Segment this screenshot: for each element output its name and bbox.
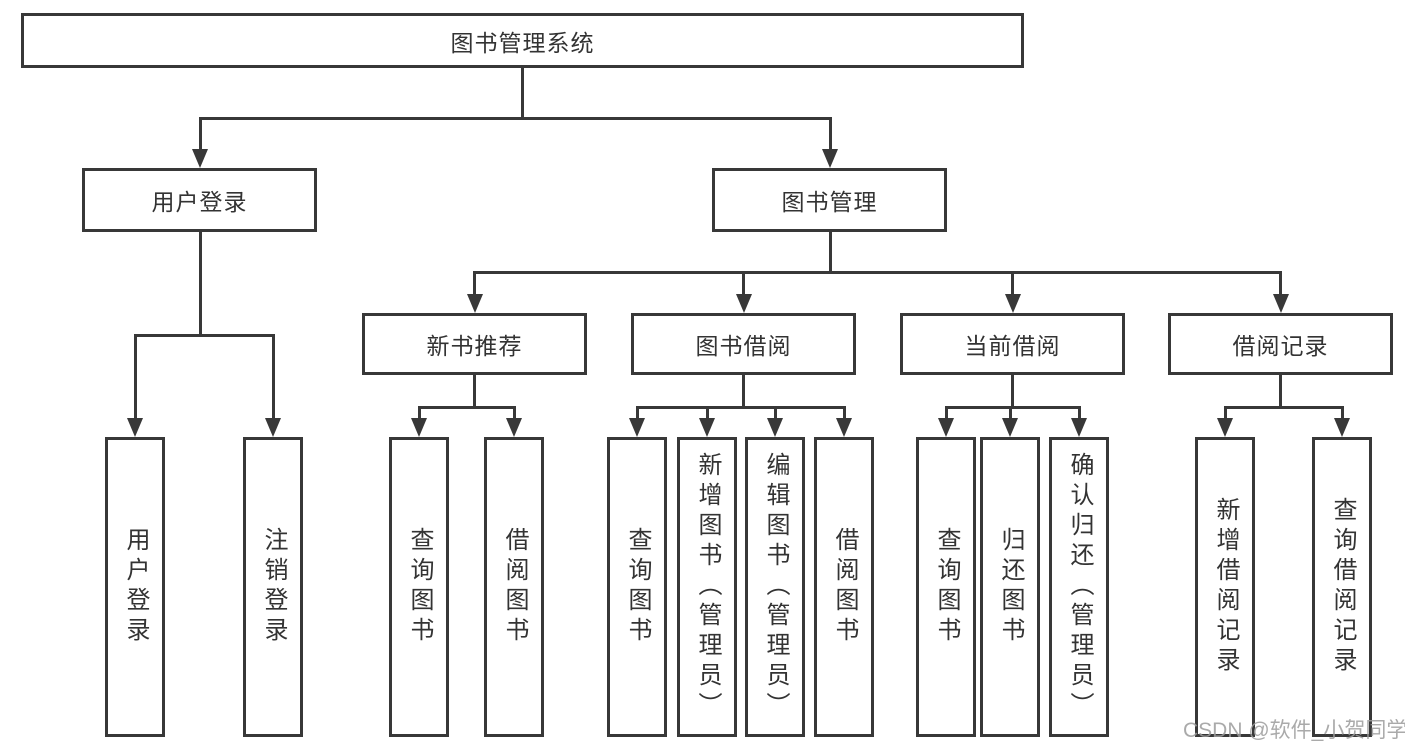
- connector-arrow-stem: [1011, 272, 1014, 297]
- leaf-query-book-current-label: 查询图书: [933, 527, 960, 647]
- connector-hline: [473, 270, 1282, 274]
- leaf-user-login: 用户登录: [105, 437, 165, 737]
- connector-hline: [417, 405, 516, 409]
- leaf-add-borrow-record-label: 新增借阅记录: [1212, 497, 1239, 677]
- arrow-down-icon: [767, 418, 783, 437]
- connector-vline: [1011, 375, 1014, 407]
- node-new-book-recommend-label: 新书推荐: [426, 333, 523, 359]
- connector-hline: [944, 405, 1081, 409]
- connector-vline: [742, 375, 745, 407]
- arrow-down-icon: [127, 418, 143, 437]
- connector-arrow-stem: [271, 335, 275, 421]
- leaf-query-book-borrow: 查询图书: [607, 437, 667, 737]
- arrow-down-icon: [1334, 418, 1350, 437]
- connector-vline: [473, 375, 476, 407]
- arrow-down-icon: [699, 418, 715, 437]
- node-book-management-label: 图书管理: [781, 189, 878, 215]
- leaf-user-login-label: 用户登录: [122, 527, 149, 647]
- leaf-confirm-return-admin: 确认归还（管理员）: [1049, 437, 1109, 737]
- leaf-borrow-book-recommend: 借阅图书: [484, 437, 544, 737]
- leaf-return-book: 归还图书: [980, 437, 1040, 737]
- arrow-down-icon: [1002, 418, 1018, 437]
- arrow-down-icon: [466, 294, 483, 313]
- connector-arrow-stem: [842, 407, 846, 421]
- leaf-query-book-borrow-label: 查询图书: [624, 527, 651, 647]
- connector-arrow-stem: [1077, 407, 1081, 421]
- leaf-add-book-admin: 新增图书（管理员）: [677, 437, 737, 737]
- arrow-down-icon: [735, 294, 752, 313]
- connector-arrow-stem: [473, 272, 476, 297]
- leaf-edit-book-admin-label: 编辑图书（管理员）: [762, 452, 789, 722]
- connector-arrow-stem: [1223, 407, 1227, 421]
- connector-arrow-stem: [705, 407, 709, 421]
- connector-hline: [1223, 405, 1344, 409]
- arrow-down-icon: [1217, 418, 1233, 437]
- node-user-login: 用户登录: [82, 168, 317, 232]
- connector-vline: [520, 68, 524, 118]
- arrow-down-icon: [265, 418, 281, 437]
- leaf-query-borrow-record: 查询借阅记录: [1312, 437, 1372, 737]
- connector-arrow-stem: [1008, 407, 1012, 421]
- arrow-down-icon: [506, 418, 522, 437]
- arrow-down-icon: [1004, 294, 1021, 313]
- connector-vline: [828, 232, 832, 272]
- connector-arrow-stem: [742, 272, 745, 297]
- leaf-query-borrow-record-label: 查询借阅记录: [1329, 497, 1356, 677]
- leaf-confirm-return-admin-label: 确认归还（管理员）: [1066, 452, 1093, 722]
- node-root: 图书管理系统: [21, 13, 1024, 68]
- arrow-down-icon: [822, 149, 838, 168]
- connector-vline: [198, 232, 202, 335]
- node-user-login-label: 用户登录: [151, 189, 248, 215]
- arrow-down-icon: [938, 418, 954, 437]
- connector-hline: [635, 405, 846, 409]
- connector-arrow-stem: [1340, 407, 1344, 421]
- node-current-borrow: 当前借阅: [900, 313, 1125, 375]
- arrow-down-icon: [411, 418, 427, 437]
- node-book-borrow-label: 图书借阅: [695, 333, 792, 359]
- connector-arrow-stem: [635, 407, 639, 421]
- arrow-down-icon: [192, 149, 208, 168]
- node-root-label: 图书管理系统: [450, 29, 595, 56]
- connector-arrow-stem: [417, 407, 421, 421]
- leaf-query-book-current: 查询图书: [916, 437, 976, 737]
- node-new-book-recommend: 新书推荐: [362, 313, 587, 375]
- node-borrow-records: 借阅记录: [1168, 313, 1393, 375]
- watermark-text: CSDN @软件_小贺同学: [1183, 719, 1405, 742]
- leaf-borrow-book-label: 借阅图书: [831, 527, 858, 647]
- node-book-management: 图书管理: [712, 168, 947, 232]
- connector-arrow-stem: [133, 335, 137, 421]
- node-borrow-records-label: 借阅记录: [1232, 333, 1329, 359]
- leaf-logout: 注销登录: [243, 437, 303, 737]
- connector-arrow-stem: [944, 407, 948, 421]
- connector-arrow-stem: [773, 407, 777, 421]
- connector-hline: [133, 333, 275, 337]
- leaf-logout-label: 注销登录: [260, 527, 287, 647]
- leaf-add-borrow-record: 新增借阅记录: [1195, 437, 1255, 737]
- leaf-edit-book-admin: 编辑图书（管理员）: [745, 437, 805, 737]
- leaf-return-book-label: 归还图书: [997, 527, 1024, 647]
- arrow-down-icon: [629, 418, 645, 437]
- connector-arrow-stem: [512, 407, 516, 421]
- connector-arrow-stem: [1279, 272, 1282, 297]
- leaf-query-book-recommend: 查询图书: [389, 437, 449, 737]
- arrow-down-icon: [1272, 294, 1289, 313]
- node-book-borrow: 图书借阅: [631, 313, 856, 375]
- connector-vline: [1279, 375, 1282, 407]
- arrow-down-icon: [836, 418, 852, 437]
- connector-arrow-stem: [828, 118, 832, 152]
- leaf-add-book-admin-label: 新增图书（管理员）: [694, 452, 721, 722]
- leaf-borrow-book: 借阅图书: [814, 437, 874, 737]
- arrow-down-icon: [1071, 418, 1087, 437]
- connector-arrow-stem: [198, 118, 202, 152]
- leaf-query-book-recommend-label: 查询图书: [406, 527, 433, 647]
- connector-hline: [198, 116, 832, 120]
- leaf-borrow-book-recommend-label: 借阅图书: [501, 527, 528, 647]
- node-current-borrow-label: 当前借阅: [964, 333, 1061, 359]
